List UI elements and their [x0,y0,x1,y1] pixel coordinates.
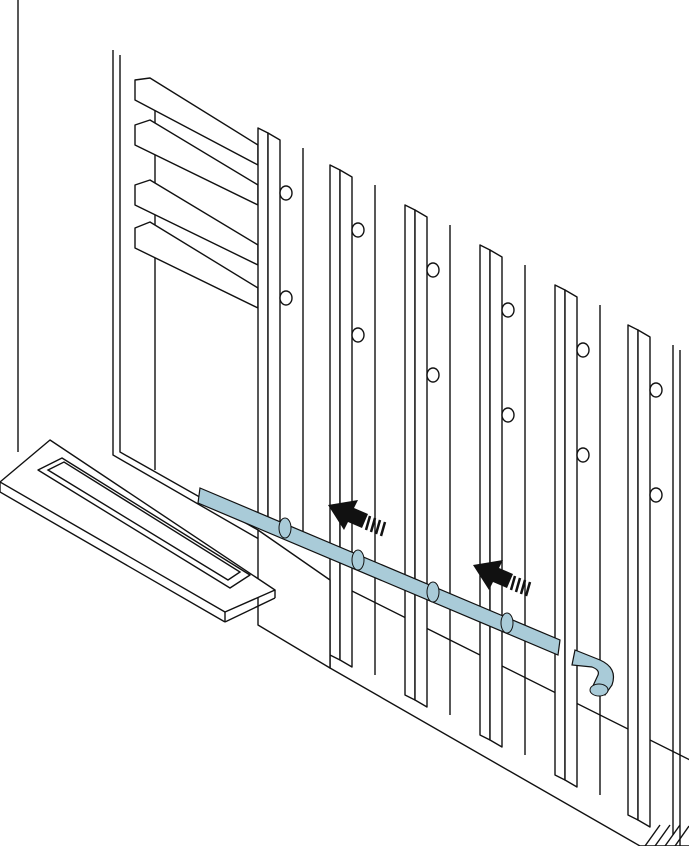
stud [257,127,304,540]
floor-hatch [644,824,689,846]
stud-hole [649,487,663,503]
water-pipe [197,487,561,656]
arrow-icon [328,500,387,537]
stud-hole [426,367,440,383]
stud-hole [426,262,440,278]
stud-hole [576,447,590,463]
pipe-elbow [571,649,615,697]
studs [257,127,681,846]
stud [329,164,376,675]
stud-hole [351,327,365,343]
stud-hole [576,342,590,358]
stud-hole [649,382,663,398]
shower-drain-channel [0,439,276,623]
towel-radiator [134,77,259,309]
stud-hole [279,185,293,201]
stud-hole [501,407,515,423]
stud-hole [351,222,365,238]
stud-hole [501,302,515,318]
stud [554,284,601,795]
arrow-icon [473,560,532,597]
stud-hole [279,290,293,306]
stud [627,324,674,835]
